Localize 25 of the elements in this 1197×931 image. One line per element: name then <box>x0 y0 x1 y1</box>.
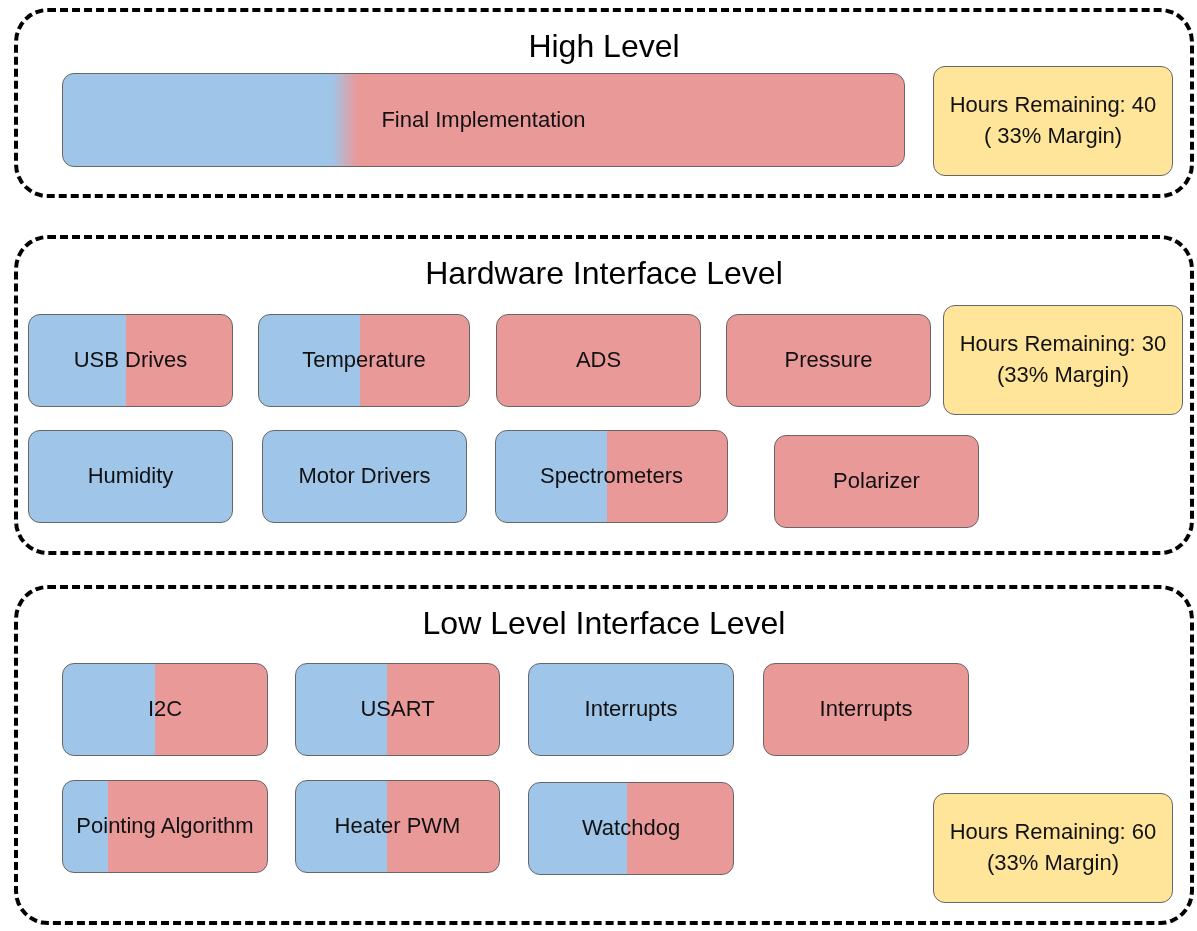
hours-note-box: Hours Remaining: 30 (33% Margin) <box>943 305 1183 415</box>
hours-note-box: Hours Remaining: 60 (33% Margin) <box>933 793 1173 903</box>
task-box: Heater PWM <box>295 780 500 873</box>
task-box: Interrupts <box>528 663 734 756</box>
task-box: Pointing Algorithm <box>62 780 268 873</box>
task-box: USB Drives <box>28 314 233 407</box>
group-frame <box>14 235 1194 555</box>
task-box: Spectrometers <box>495 430 728 523</box>
task-box: I2C <box>62 663 268 756</box>
task-box: ADS <box>496 314 701 407</box>
group-title: High Level <box>528 28 680 65</box>
task-box: Motor Drivers <box>262 430 467 523</box>
task-box: Watchdog <box>528 782 734 875</box>
group-frame <box>14 585 1194 925</box>
group-title: Hardware Interface Level <box>425 255 783 292</box>
task-box: Interrupts <box>763 663 969 756</box>
group-frame <box>14 8 1194 198</box>
task-box: Humidity <box>28 430 233 523</box>
task-box: Temperature <box>258 314 470 407</box>
task-box: Polarizer <box>774 435 979 528</box>
task-box: Final Implementation <box>62 73 905 167</box>
group-title: Low Level Interface Level <box>422 605 786 642</box>
task-box: Pressure <box>726 314 931 407</box>
hours-note-box: Hours Remaining: 40 ( 33% Margin) <box>933 66 1173 176</box>
task-box: USART <box>295 663 500 756</box>
